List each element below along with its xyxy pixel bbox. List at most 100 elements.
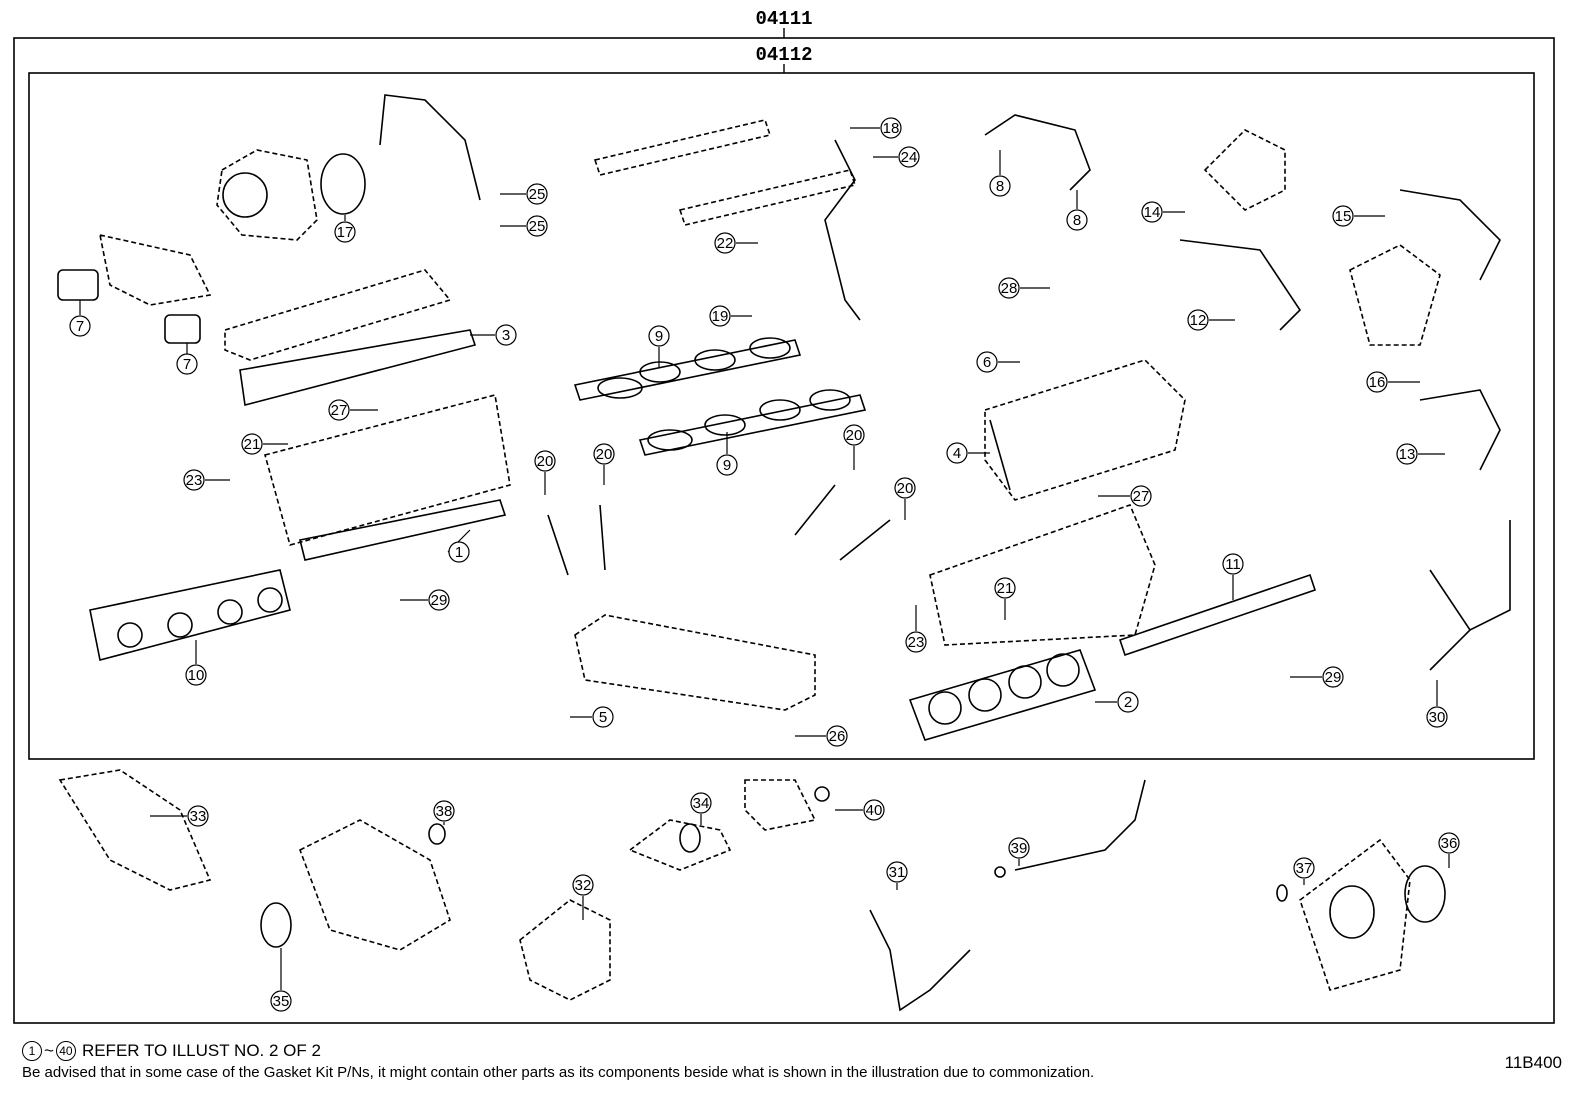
callout: 39 bbox=[1008, 837, 1030, 866]
callout: 9 bbox=[716, 432, 738, 476]
callout: 2 bbox=[1095, 691, 1139, 713]
svg-text:30: 30 bbox=[1429, 709, 1446, 726]
svg-text:20: 20 bbox=[897, 480, 914, 497]
svg-text:21: 21 bbox=[244, 436, 261, 453]
svg-text:31: 31 bbox=[889, 864, 906, 881]
callout: 15 bbox=[1332, 205, 1385, 227]
svg-text:24: 24 bbox=[901, 149, 918, 166]
callout: 20 bbox=[534, 450, 556, 495]
callout: 31 bbox=[886, 861, 908, 890]
callout: 8 bbox=[989, 150, 1011, 197]
callout: 24 bbox=[873, 146, 920, 168]
callout: 22 bbox=[714, 232, 758, 254]
callout: 32 bbox=[572, 874, 594, 920]
inner-kit-frame bbox=[28, 72, 1535, 760]
svg-text:37: 37 bbox=[1296, 860, 1313, 877]
disclaimer: Be advised that in some case of the Gask… bbox=[22, 1064, 1095, 1081]
callout: 20 bbox=[843, 424, 865, 470]
callout: 29 bbox=[400, 589, 450, 611]
callout: 33 bbox=[150, 805, 209, 827]
svg-text:5: 5 bbox=[599, 709, 607, 726]
callout: 21 bbox=[241, 433, 288, 455]
svg-text:4: 4 bbox=[953, 445, 961, 462]
callout: 36 bbox=[1438, 832, 1460, 868]
figure-id: 11B400 bbox=[1504, 1053, 1562, 1072]
callout: 11 bbox=[1222, 553, 1244, 600]
svg-text:10: 10 bbox=[188, 667, 205, 684]
svg-text:18: 18 bbox=[883, 120, 900, 137]
callout: 14 bbox=[1141, 201, 1185, 223]
callout: 38 bbox=[433, 800, 455, 825]
svg-text:1: 1 bbox=[455, 544, 463, 561]
svg-text:8: 8 bbox=[996, 178, 1004, 195]
svg-text:2: 2 bbox=[1124, 694, 1132, 711]
callout: 27 bbox=[1098, 485, 1152, 507]
callout: 3 bbox=[470, 324, 517, 346]
range-separator: ~ bbox=[44, 1041, 54, 1060]
callout: 28 bbox=[998, 277, 1050, 299]
callout: 37 bbox=[1293, 857, 1315, 885]
callout: 20 bbox=[894, 477, 916, 520]
svg-text:12: 12 bbox=[1190, 312, 1207, 329]
svg-text:27: 27 bbox=[1133, 488, 1150, 505]
callout: 30 bbox=[1426, 680, 1448, 728]
callout: 7 bbox=[69, 300, 91, 337]
svg-text:38: 38 bbox=[436, 803, 453, 820]
reference-note-line: 1 ~ 40 REFER TO ILLUST NO. 2 OF 2 bbox=[22, 1041, 321, 1061]
callout: 10 bbox=[185, 640, 207, 686]
callout: 29 bbox=[1290, 666, 1344, 688]
svg-text:28: 28 bbox=[1001, 280, 1018, 297]
svg-text:9: 9 bbox=[723, 457, 731, 474]
svg-text:9: 9 bbox=[655, 328, 663, 345]
callout: 4 bbox=[946, 442, 990, 464]
svg-text:34: 34 bbox=[693, 795, 710, 812]
callout: 7 bbox=[176, 343, 198, 375]
svg-text:14: 14 bbox=[1144, 204, 1161, 221]
callout: 13 bbox=[1396, 443, 1445, 465]
callout: 23 bbox=[905, 605, 927, 653]
svg-text:7: 7 bbox=[183, 356, 191, 373]
svg-text:36: 36 bbox=[1441, 835, 1458, 852]
svg-text:23: 23 bbox=[908, 634, 925, 651]
svg-text:13: 13 bbox=[1399, 446, 1416, 463]
svg-text:20: 20 bbox=[537, 453, 554, 470]
callout: 27 bbox=[328, 399, 378, 421]
range-start-badge: 1 bbox=[22, 1041, 42, 1061]
callout: 35 bbox=[270, 948, 292, 1012]
callout: 19 bbox=[709, 305, 752, 327]
svg-text:27: 27 bbox=[331, 402, 348, 419]
svg-text:39: 39 bbox=[1011, 840, 1028, 857]
callout: 1 bbox=[447, 529, 471, 563]
callout: 23 bbox=[183, 469, 230, 491]
callout: 17 bbox=[334, 215, 356, 243]
svg-text:26: 26 bbox=[829, 728, 846, 745]
svg-text:20: 20 bbox=[596, 446, 613, 463]
reference-note: REFER TO ILLUST NO. 2 OF 2 bbox=[81, 1041, 321, 1060]
part-sketches bbox=[57, 94, 1511, 1012]
callout: 6 bbox=[976, 351, 1020, 373]
svg-text:33: 33 bbox=[190, 808, 207, 825]
callout: 25 bbox=[500, 215, 548, 237]
svg-text:17: 17 bbox=[337, 224, 354, 241]
svg-text:11: 11 bbox=[1225, 556, 1241, 573]
callout: 8 bbox=[1066, 190, 1088, 231]
svg-text:8: 8 bbox=[1073, 212, 1081, 229]
svg-text:40: 40 bbox=[866, 802, 883, 819]
svg-text:29: 29 bbox=[431, 592, 448, 609]
range-end-badge: 40 bbox=[55, 1041, 76, 1061]
callout: 12 bbox=[1187, 309, 1235, 331]
callouts: 1 2 3 4 5 6 7 7 8 8 9 9 10 11 12 13 14 1… bbox=[69, 117, 1460, 1012]
svg-text:6: 6 bbox=[983, 354, 991, 371]
callout: 34 bbox=[690, 792, 712, 825]
callout: 9 bbox=[648, 325, 670, 368]
callout: 20 bbox=[593, 443, 615, 485]
callout: 26 bbox=[795, 725, 848, 747]
inner-kit-code: 04112 bbox=[755, 44, 812, 66]
callout: 16 bbox=[1366, 371, 1420, 393]
svg-text:7: 7 bbox=[76, 318, 84, 335]
svg-text:15: 15 bbox=[1335, 208, 1352, 225]
svg-text:16: 16 bbox=[1369, 374, 1386, 391]
callout: 25 bbox=[500, 183, 548, 205]
svg-text:23: 23 bbox=[186, 472, 203, 489]
